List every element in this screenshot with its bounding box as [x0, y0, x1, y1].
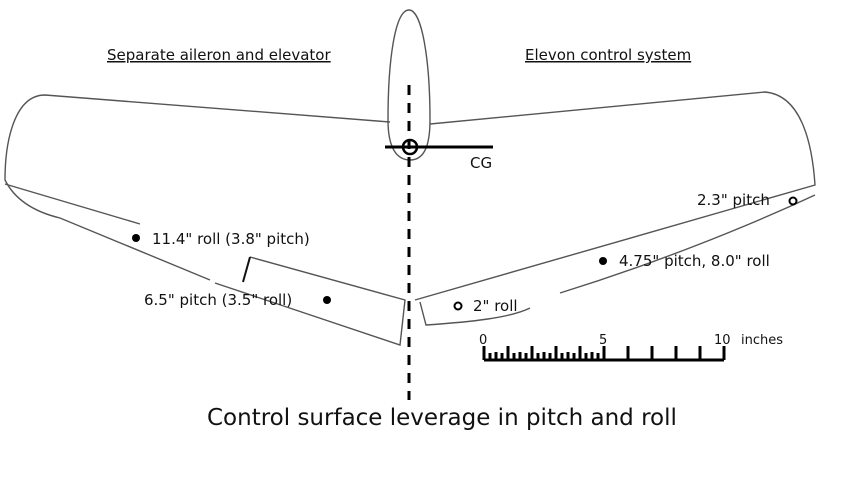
diagram-title: Control surface leverage in pitch and ro…: [207, 405, 677, 431]
left-wing-outline: [4, 94, 406, 346]
cg-marker-icon: [401, 138, 419, 156]
scale-tick-10: 10: [714, 333, 731, 348]
scale-bar: [482, 346, 726, 362]
header-left: Separate aileron and elevator: [107, 46, 331, 64]
scale-unit: inches: [741, 333, 783, 348]
left-roll-label: 11.4" roll (3.8" pitch): [152, 230, 310, 248]
right-tip-pitch-label: 2.3" pitch: [697, 191, 770, 209]
right-wing-outline: [414, 91, 816, 326]
right-inner-circle-icon: [453, 301, 463, 311]
left-pitch-label: 6.5" pitch (3.5" roll): [144, 291, 292, 309]
left-pitch-dot-icon: [323, 296, 331, 304]
left-roll-dot-icon: [132, 234, 140, 242]
scale-tick-5: 5: [599, 333, 607, 348]
right-tip-circle-icon: [788, 196, 798, 206]
right-mid-label: 4.75" pitch, 8.0" roll: [619, 252, 770, 270]
right-mid-dot-icon: [599, 257, 607, 265]
left-hinge-line: [4, 183, 141, 225]
left-divider: [242, 256, 251, 283]
scale-tick-0: 0: [479, 333, 487, 348]
right-inner-label: 2" roll: [473, 297, 518, 315]
cg-label: CG: [470, 154, 492, 172]
header-right: Elevon control system: [525, 46, 691, 64]
